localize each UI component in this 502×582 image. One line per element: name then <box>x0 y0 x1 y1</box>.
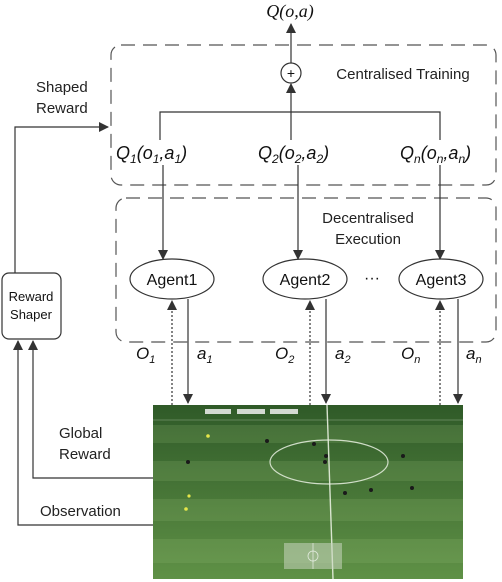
global-reward-arrow <box>28 340 153 479</box>
global-reward-line1: Global <box>59 425 102 442</box>
obs-label-1: O1 <box>136 344 155 366</box>
agent-2-label: Agent2 <box>280 272 331 289</box>
mixing-bus-line <box>159 111 441 140</box>
shaped-reward-line1: Shaped <box>36 79 88 96</box>
football-environment-image <box>153 404 463 580</box>
svg-text:Q(o,a): Q(o,a) <box>266 1 314 22</box>
agent-3-label: Agent3 <box>416 272 467 289</box>
reward-shaper-line1: Reward <box>9 289 54 304</box>
agent-3-node <box>398 258 484 300</box>
q-function-2: Q2(o2,a2) <box>258 143 329 166</box>
decentralised-execution-box <box>115 197 497 343</box>
act-label-n: an <box>466 344 482 366</box>
act-label-1: a1 <box>197 344 213 366</box>
agents-ellipsis: ··· <box>364 270 380 287</box>
obs-label-2: O2 <box>275 344 294 366</box>
observation-label: Observation <box>40 503 121 520</box>
agent-2-node <box>262 258 348 300</box>
q-function-n: Qn(on,an) <box>400 143 471 166</box>
shaped-reward-line2: Reward <box>36 100 88 117</box>
agent-1-node <box>129 258 215 300</box>
plus-sign: + <box>287 65 295 81</box>
observation-arrow <box>13 340 153 526</box>
decentralised-label-line2: Execution <box>335 231 401 248</box>
centralised-training-label: Centralised Training <box>336 66 469 83</box>
joint-q-label: Q(o,a) <box>266 1 314 22</box>
global-reward-line2: Reward <box>59 446 111 463</box>
shaped-reward-arrow <box>14 122 109 273</box>
obs-label-n: On <box>401 344 420 366</box>
decentralised-label-line1: Decentralised <box>322 210 414 227</box>
act-label-2: a2 <box>335 344 351 366</box>
agent-1-label: Agent1 <box>147 272 198 289</box>
reward-shaper-line2: Shaper <box>10 307 53 322</box>
reward-shaper-box <box>1 272 62 340</box>
centralised-training-box <box>110 44 497 186</box>
q-function-1: Q1(o1,a1) <box>116 143 187 166</box>
